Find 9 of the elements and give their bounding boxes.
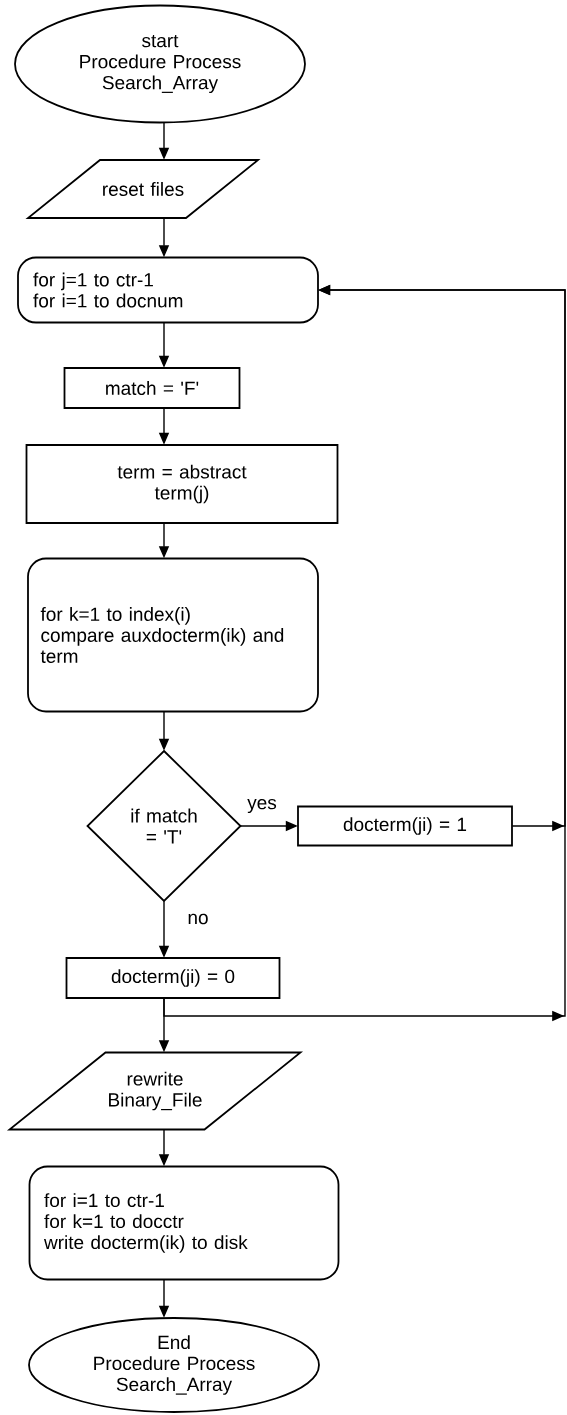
process-box: term = abstract term(j) bbox=[25, 444, 339, 524]
loop-box: for j=1 to ctr-1 for i=1 to docnum bbox=[17, 256, 319, 324]
edge-label: no bbox=[186, 912, 210, 926]
loop-box: for k=1 to index(i) compare auxdocterm(ik) and term bbox=[27, 557, 319, 713]
process-box: docterm(ji) = 1 bbox=[297, 805, 513, 847]
process-box: docterm(ji) = 0 bbox=[65, 957, 281, 999]
loop-box: for i=1 to ctr-1 for k=1 to docctr write docterm(ik) to disk bbox=[28, 1165, 340, 1281]
edge-label: yes bbox=[246, 797, 278, 815]
process-box: match = 'F' bbox=[63, 367, 241, 409]
